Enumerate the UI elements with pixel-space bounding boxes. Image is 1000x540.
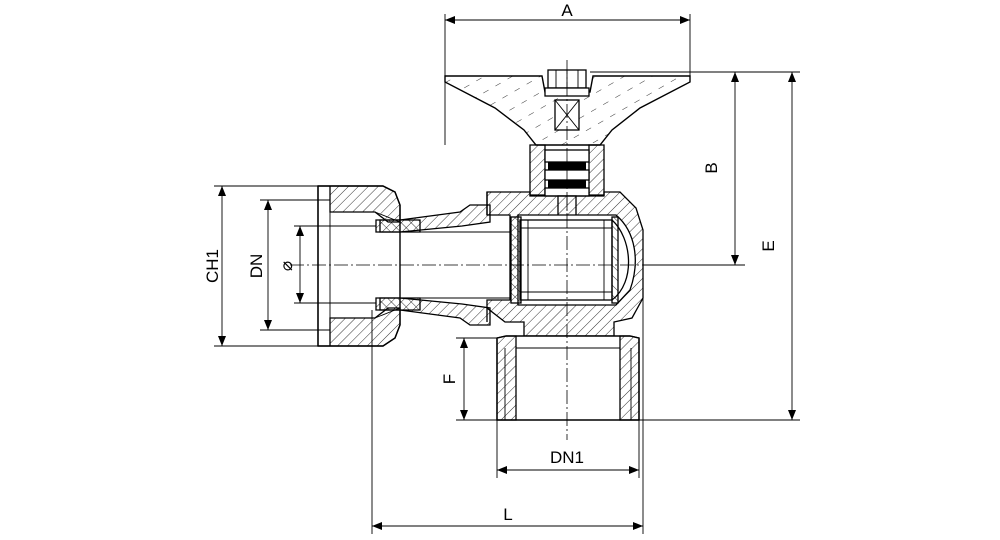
dimension-dn-label: DN [247,254,266,279]
dimension-b-label: B [702,162,721,173]
tailpiece [375,192,510,326]
dimension-a: A [444,1,691,76]
dimension-e: E [639,71,800,421]
dimension-diameter: ⌀ [277,225,376,304]
dimension-f-label: F [440,374,459,384]
dimension-ch1: CH1 [203,185,318,347]
dimension-ch1-label: CH1 [203,249,222,283]
ball [519,219,630,301]
dimension-diameter-label: ⌀ [277,261,296,271]
dimension-l-label: L [503,505,512,524]
dimension-dn1: DN1 [496,420,640,478]
dimension-f: F [440,337,497,421]
dimension-a-label: A [561,1,573,20]
union-nut [317,185,401,347]
dimension-dn1-label: DN1 [550,448,584,467]
valve-body [486,191,644,337]
dimension-dn: DN [247,199,330,331]
dimension-l: L [371,298,644,534]
dimension-e-label: E [759,240,778,251]
bottom-outlet [496,335,640,421]
dimension-b: B [590,71,745,266]
